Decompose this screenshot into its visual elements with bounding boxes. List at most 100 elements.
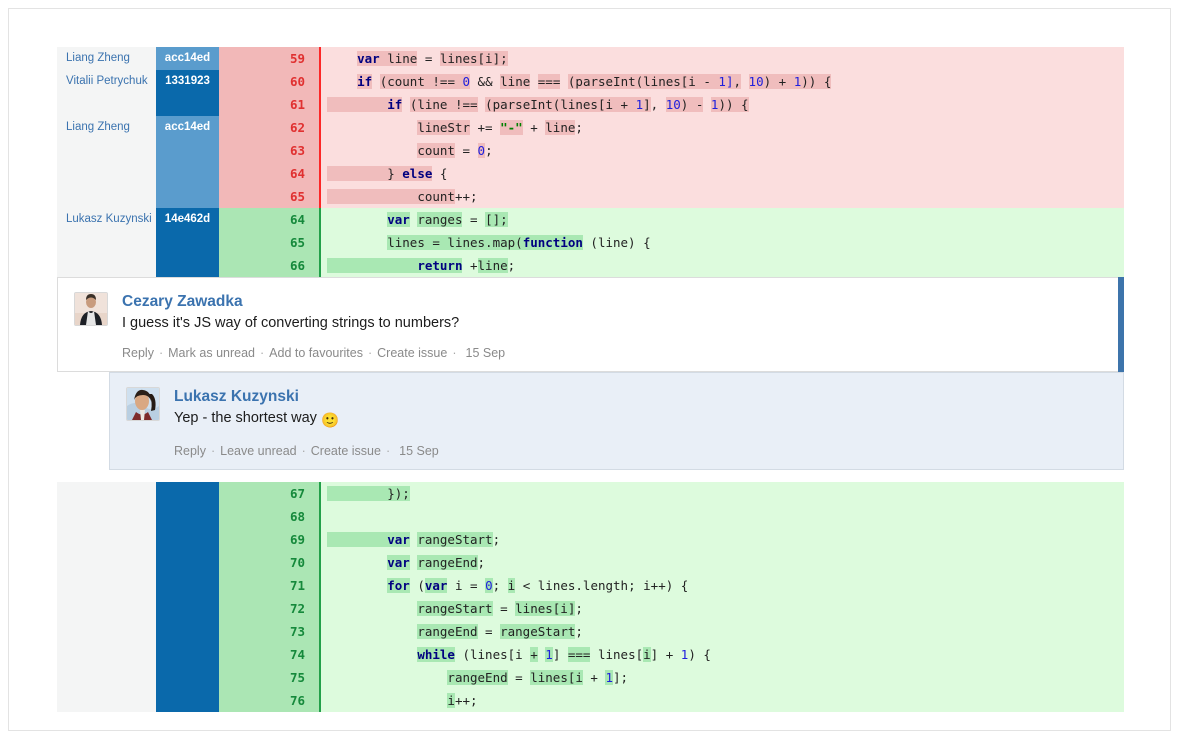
comment-action-add-to-favourites[interactable]: Add to favourites bbox=[269, 346, 363, 360]
diff-marker-bar bbox=[319, 551, 321, 574]
line-number[interactable]: 70 bbox=[219, 551, 319, 574]
line-number[interactable]: 62 bbox=[219, 116, 319, 139]
blame-commit-hash[interactable]: 14e462d bbox=[156, 208, 219, 231]
diff-row: 66 return +line; bbox=[57, 254, 1124, 277]
unread-indicator-bar bbox=[1118, 277, 1124, 372]
diff-marker-bar bbox=[319, 139, 321, 162]
diff-marker-bar bbox=[319, 70, 321, 93]
action-separator: · bbox=[210, 444, 216, 458]
line-number[interactable]: 64 bbox=[219, 208, 319, 231]
diff-row: 74 while (lines[i + 1] === lines[i] + 1)… bbox=[57, 643, 1124, 666]
blame-author bbox=[57, 689, 156, 712]
code-line[interactable]: } else { bbox=[321, 162, 1124, 185]
blame-author bbox=[57, 597, 156, 620]
diff-marker-bar bbox=[319, 574, 321, 597]
code-line[interactable]: rangeEnd = lines[i + 1]; bbox=[321, 666, 1124, 689]
code-line[interactable]: var ranges = []; bbox=[321, 208, 1124, 231]
line-number[interactable]: 72 bbox=[219, 597, 319, 620]
blame-commit-hash bbox=[156, 643, 219, 666]
line-number[interactable]: 63 bbox=[219, 139, 319, 162]
comment-author-name[interactable]: Lukasz Kuzynski bbox=[174, 388, 299, 405]
code-line[interactable]: lineStr += "-" + line; bbox=[321, 116, 1124, 139]
blame-author[interactable]: Vitalii Petrychuk bbox=[57, 70, 156, 93]
diff-row: 61 if (line !== (parseInt(lines[i + 1], … bbox=[57, 93, 1124, 116]
comment-action-mark-as-unread[interactable]: Mark as unread bbox=[168, 346, 255, 360]
code-line[interactable]: var rangeEnd; bbox=[321, 551, 1124, 574]
diff-row: 68 bbox=[57, 505, 1124, 528]
line-number[interactable]: 76 bbox=[219, 689, 319, 712]
code-line[interactable]: count++; bbox=[321, 185, 1124, 208]
comment-action-create-issue[interactable]: Create issue bbox=[377, 346, 448, 360]
code-line[interactable]: while (lines[i + 1] === lines[i] + 1) { bbox=[321, 643, 1124, 666]
comment-action-leave-unread[interactable]: Leave unread bbox=[220, 444, 297, 458]
line-number[interactable]: 61 bbox=[219, 93, 319, 116]
code-line[interactable]: return +line; bbox=[321, 254, 1124, 277]
code-line[interactable]: rangeStart = lines[i]; bbox=[321, 597, 1124, 620]
diff-row: 64 } else { bbox=[57, 162, 1124, 185]
code-line[interactable]: for (var i = 0; i < lines.length; i++) { bbox=[321, 574, 1124, 597]
line-number[interactable]: 65 bbox=[219, 185, 319, 208]
line-number[interactable]: 67 bbox=[219, 482, 319, 505]
line-number[interactable]: 69 bbox=[219, 528, 319, 551]
avatar[interactable] bbox=[74, 292, 108, 326]
blame-author bbox=[57, 620, 156, 643]
comment-actions: Reply·Mark as unread·Add to favourites·C… bbox=[122, 345, 1123, 361]
blame-author bbox=[57, 185, 156, 208]
code-line[interactable]: var rangeStart; bbox=[321, 528, 1124, 551]
diff-row: 75 rangeEnd = lines[i + 1]; bbox=[57, 666, 1124, 689]
blame-author[interactable]: Liang Zheng bbox=[57, 116, 156, 139]
diff-row: 63 count = 0; bbox=[57, 139, 1124, 162]
code-line[interactable]: if (line !== (parseInt(lines[i + 1], 10)… bbox=[321, 93, 1124, 116]
blame-commit-hash[interactable]: acc14ed bbox=[156, 47, 219, 70]
blame-commit-hash bbox=[156, 620, 219, 643]
code-line[interactable]: rangeEnd = rangeStart; bbox=[321, 620, 1124, 643]
diff-marker-bar bbox=[319, 47, 321, 70]
line-number[interactable]: 66 bbox=[219, 254, 319, 277]
line-number[interactable]: 64 bbox=[219, 162, 319, 185]
blame-commit-hash[interactable]: 1331923 bbox=[156, 70, 219, 93]
blame-author bbox=[57, 482, 156, 505]
diff-row: 70 var rangeEnd; bbox=[57, 551, 1124, 574]
comment-author-name[interactable]: Cezary Zawadka bbox=[122, 293, 243, 310]
code-line[interactable]: i++; bbox=[321, 689, 1124, 712]
blame-commit-hash bbox=[156, 231, 219, 254]
line-number[interactable]: 60 bbox=[219, 70, 319, 93]
blame-author bbox=[57, 574, 156, 597]
comment-action-reply[interactable]: Reply bbox=[174, 444, 206, 458]
blame-author bbox=[57, 162, 156, 185]
blame-commit-hash bbox=[156, 254, 219, 277]
diff-marker-bar bbox=[319, 93, 321, 116]
code-line[interactable] bbox=[321, 505, 1124, 528]
line-number[interactable]: 65 bbox=[219, 231, 319, 254]
blame-author bbox=[57, 231, 156, 254]
comment-action-reply[interactable]: Reply bbox=[122, 346, 154, 360]
action-separator: · bbox=[301, 444, 306, 458]
line-number[interactable]: 75 bbox=[219, 666, 319, 689]
line-number[interactable]: 68 bbox=[219, 505, 319, 528]
blame-commit-hash[interactable]: acc14ed bbox=[156, 116, 219, 139]
code-line[interactable]: }); bbox=[321, 482, 1124, 505]
line-number[interactable]: 73 bbox=[219, 620, 319, 643]
blame-author[interactable]: Lukasz Kuzynski bbox=[57, 208, 156, 231]
blame-author[interactable]: Liang Zheng bbox=[57, 47, 156, 70]
comment-action-create-issue[interactable]: Create issue bbox=[310, 444, 381, 458]
line-number[interactable]: 71 bbox=[219, 574, 319, 597]
code-line[interactable]: var line = lines[i]; bbox=[321, 47, 1124, 70]
code-line[interactable]: if (count !== 0 && line === (parseInt(li… bbox=[321, 70, 1124, 93]
code-line[interactable]: count = 0; bbox=[321, 139, 1124, 162]
line-number[interactable]: 59 bbox=[219, 47, 319, 70]
blame-commit-hash bbox=[156, 162, 219, 185]
code-line[interactable]: lines = lines.map(function (line) { bbox=[321, 231, 1124, 254]
comment-date: 15 Sep bbox=[465, 346, 506, 360]
line-number[interactable]: 74 bbox=[219, 643, 319, 666]
avatar[interactable] bbox=[126, 387, 160, 421]
